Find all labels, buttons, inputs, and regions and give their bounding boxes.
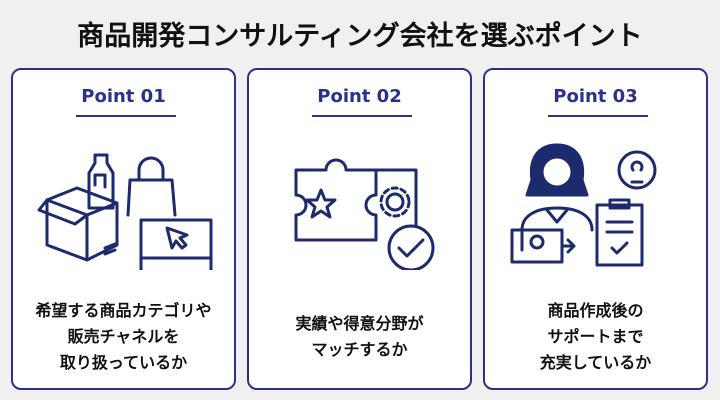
point-label: Point 03 [553,86,638,107]
divider [548,115,648,117]
point-card-1: Point 01 希望する商品カテゴリや 販売チャネルを 取り扱っているか [11,68,236,390]
desc-line: 充実しているか [539,353,652,372]
point-description: 商品作成後の サポートまで 充実しているか [485,298,706,376]
desc-line: 取り扱っているか [59,353,188,372]
desc-line: 実績や得意分野が [295,314,424,333]
point-label: Point 01 [81,86,166,107]
desc-line: 販売チャネルを [67,327,180,346]
desc-line: 商品作成後の [547,301,644,320]
point-description: 実績や得意分野が マッチするか [249,311,470,363]
desc-line: 希望する商品カテゴリや [35,301,212,320]
divider [76,115,176,117]
divider [312,115,412,117]
page-title: 商品開発コンサルティング会社を選ぶポイント [77,21,643,52]
point-card-3: Point 03 商品作成後の サポートまで 充実しているか [483,68,708,390]
point-label: Point 02 [317,86,402,107]
puzzle-gear-check-icon [294,158,435,270]
products-ecommerce-icon [37,153,213,270]
desc-line: サポートまで [547,327,644,346]
support-operator-icon [510,143,657,267]
desc-line: マッチするか [311,340,408,359]
point-card-2: Point 02 実績や得意分野が マッチするか [247,68,472,390]
point-description: 希望する商品カテゴリや 販売チャネルを 取り扱っているか [13,298,234,376]
